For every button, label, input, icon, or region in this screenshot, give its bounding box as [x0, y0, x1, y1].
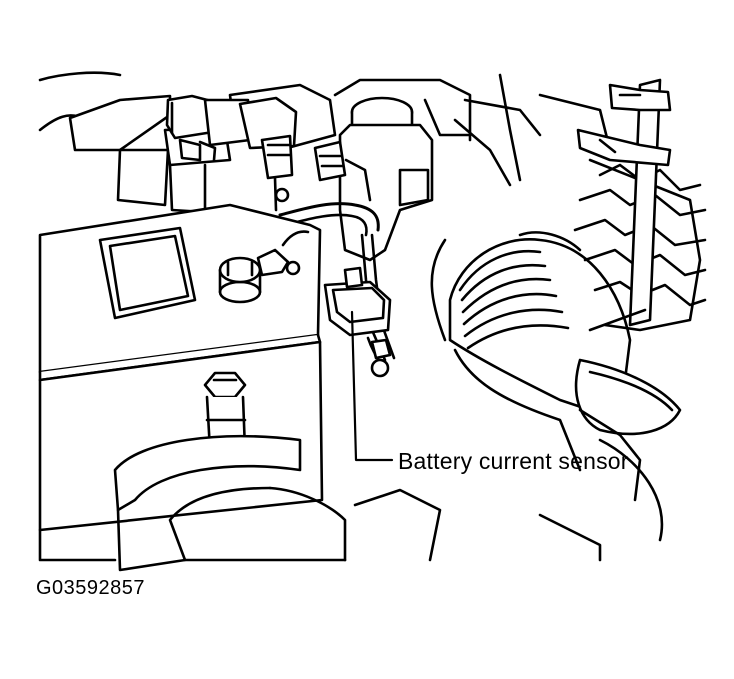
callout-label: Battery current sensor	[398, 448, 629, 474]
background-components	[40, 73, 610, 212]
fluid-reservoir	[315, 98, 432, 260]
relay-connectors	[167, 96, 296, 210]
callout-leader	[352, 312, 392, 460]
figure-id: G03592857	[36, 577, 146, 599]
battery	[40, 205, 322, 530]
battery-current-sensor	[325, 268, 390, 376]
hood-prop-rod	[578, 80, 670, 330]
air-intake-duct	[432, 232, 680, 470]
lower-frame	[40, 436, 600, 570]
